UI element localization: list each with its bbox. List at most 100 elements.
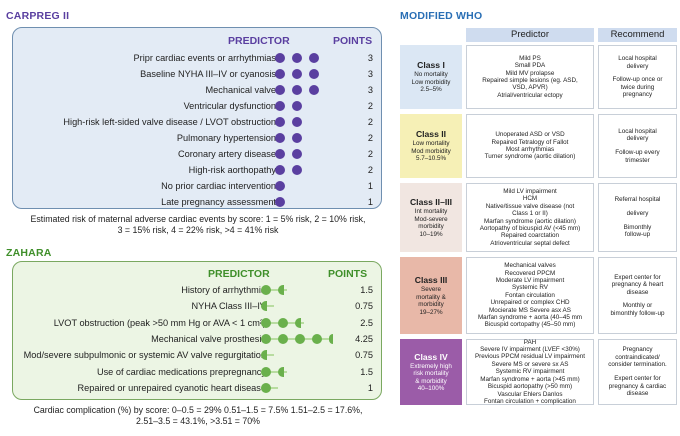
who-class-name: Class III [414, 275, 448, 285]
carpreg-risk-note-line1: Estimated risk of maternal adverse cardi… [30, 214, 366, 224]
score-dot [309, 85, 319, 95]
carpreg-row-label: Pripr cardiac events or arrhythmias [133, 53, 276, 63]
who-class-subtext: Severe [421, 286, 441, 293]
who-recommend-line: Pregnancy [622, 346, 653, 354]
zahara-row: Mod/severe subpulmonic or systemic AV va… [13, 347, 381, 363]
who-class-name: Class IV [414, 351, 448, 362]
score-dot [261, 382, 271, 393]
score-dot [261, 366, 271, 377]
who-predictor-item: PAH [523, 338, 537, 346]
who-predictor-item: Unoperated ASD or VSD [495, 131, 565, 139]
score-dot [261, 333, 271, 344]
who-recommend-line: Expert center for [614, 273, 661, 281]
who-predictor-item: Mild LV impairment [503, 187, 557, 195]
zahara-row-label: LVOT obstruction (peak >50 mm Hg or AVA … [53, 317, 266, 328]
carpreg-row: High-risk aorthopathy 2 [13, 162, 381, 178]
carpreg-row-points: 2 [367, 117, 373, 127]
zahara-row: Repaired or unrepaired cyanotic heart di… [13, 380, 381, 396]
score-half-dot [295, 317, 301, 328]
carpreg-row-points: 1 [367, 181, 373, 191]
who-class-subtext: No mortality [414, 71, 448, 79]
score-dot [309, 53, 319, 63]
who-predictor-item: Repaired Tetralogy of Fallot [491, 138, 569, 146]
who-predictor-item: Class 1 or II) [512, 210, 548, 218]
who-recommend-line: delivery [626, 62, 649, 70]
who-class-name: Class I [417, 60, 445, 71]
who-class-subtext: Low morbidity [411, 78, 451, 86]
carpreg-row-points: 3 [367, 69, 373, 79]
who-predictor-item: Marfan syndrome + aorta (>45 mm) [480, 375, 580, 383]
who-recommend-header: Recommend [598, 28, 677, 42]
who-predictor-item: Mild MV prolapse [505, 69, 555, 77]
score-half-dot [261, 350, 267, 361]
who-recommend-line: Referral hospital [614, 196, 661, 204]
who-recommend-line: Follow-up once or [612, 76, 663, 84]
who-predictor-item: Repaired simple lesions (eg. ASD, [482, 77, 578, 84]
who-predictor-item: HCM [522, 195, 538, 203]
zahara-predictor-header: PREDICTOR [208, 268, 270, 280]
score-dot [275, 181, 285, 191]
who-predictor-item: Marfan syndrome + aorta (40–45 mm [477, 314, 583, 322]
score-dot [292, 53, 302, 63]
score-dot [261, 285, 271, 295]
who-title: MODIFIED WHO [400, 10, 483, 22]
who-class-subtext: Mod morbidity [411, 147, 451, 155]
who-recommend-line: follow-up [624, 231, 651, 239]
carpreg-title: CARPREG II [6, 10, 70, 22]
carpreg-row-points: 2 [367, 149, 373, 159]
who-class-subtext: & morbidity [415, 377, 447, 385]
who-recommend-line: pregnancy & cardiac [608, 382, 667, 390]
carpreg-row: Pulmonary hypertension 2 [13, 130, 381, 146]
carpreg-row-label: Pulmonary hypertension [176, 133, 276, 143]
score-dot [275, 197, 285, 207]
who-predictor-item: Severe IV impairment (LVEF <30%) [480, 346, 580, 354]
who-predictor-item: Atrioventricular septal defect [490, 239, 570, 247]
who-recommend-line: Local hospital [618, 127, 657, 135]
zahara-row-label: History of arrhythmia [181, 285, 266, 295]
who-recommend-line: disease [626, 390, 649, 398]
who-predictor-item: Systemic RV impairment [495, 368, 565, 376]
who-predictor-item: Fontan circulation + complication [484, 397, 576, 405]
score-dot [312, 333, 322, 344]
score-dot [275, 53, 285, 63]
who-predictor-item: Vascular Ehlers Danlos [497, 390, 563, 398]
score-dot [292, 149, 302, 159]
carpreg-row-points: 2 [367, 165, 373, 175]
score-dot [275, 165, 285, 175]
carpreg-row-label: High-risk aorthopathy [188, 165, 276, 175]
carpreg-row-label: Baseline NYHA III–IV or cyanosis [140, 69, 276, 79]
carpreg-row-points: 2 [367, 133, 373, 143]
who-recommend-line: disease [626, 288, 649, 296]
carpreg-row-label: Coronary artery disease [177, 149, 276, 159]
who-predictor-item: Recovered PPCM [504, 269, 556, 277]
who-predictor-item: Small PDA [514, 62, 546, 70]
score-dot [275, 101, 285, 111]
who-predictor-item: Moderate LV impairment [495, 276, 565, 284]
carpreg-row: High-risk left-sided valve disease / LVO… [13, 114, 381, 130]
who-recommend-line: Monthly or [622, 302, 653, 310]
who-class-subtext: mortality & [416, 293, 446, 301]
who-predictor-item: Native/tissue valve disease (not [485, 202, 575, 210]
score-dot [309, 69, 319, 79]
score-dot [275, 117, 285, 127]
carpreg-risk-note: Estimated risk of maternal adverse cardi… [8, 214, 388, 236]
who-predictor-item: Turner syndrome (aortic dilation) [484, 153, 576, 161]
score-half-dot [278, 285, 284, 295]
who-predictor-item: Systemic RV [512, 284, 548, 292]
